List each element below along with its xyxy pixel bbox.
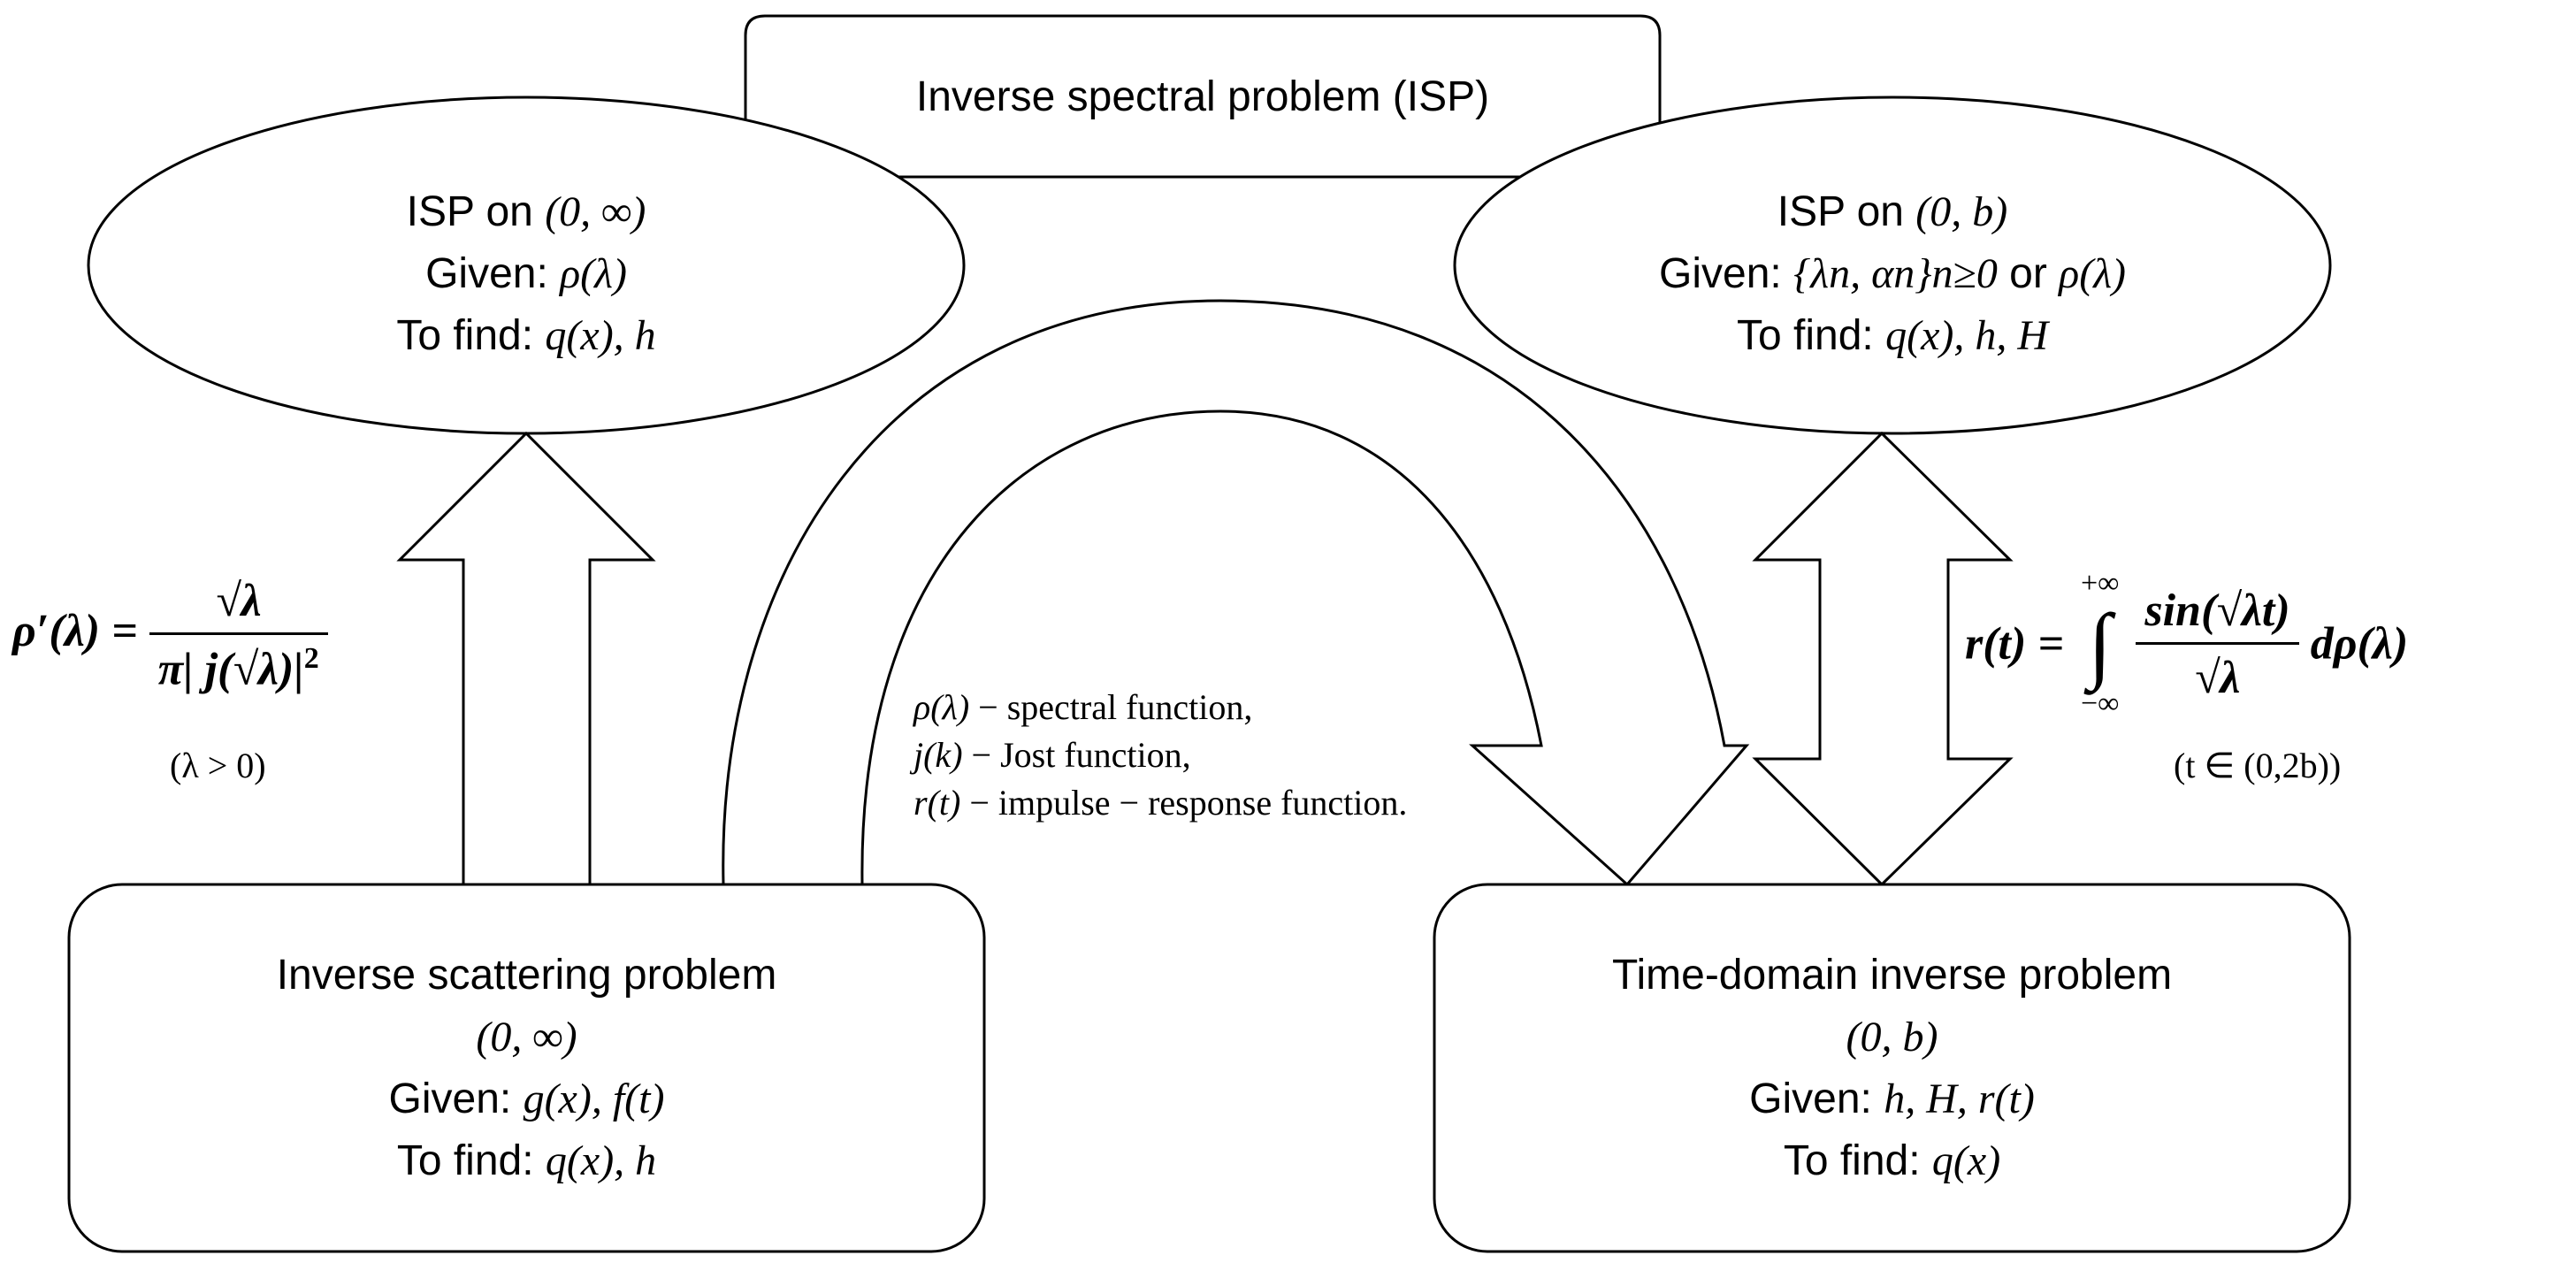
formula-spectral-derivative: ρ′(λ) = √λ π| j(√λ)|2	[12, 575, 328, 695]
formula-left-exponent: 2	[303, 642, 319, 675]
up-arrow-scattering-to-isp	[396, 431, 656, 886]
inverse-scattering-label: Inverse scattering problem (0, ∞) Given:…	[69, 945, 984, 1192]
legend-item-spectral-function: ρ(λ) − spectral function,	[913, 684, 1407, 731]
formula-right-integral-sign: ∫	[2088, 596, 2112, 691]
isp-half-line-given: Given: ρ(λ)	[141, 243, 911, 305]
time-domain-find: To find: q(x)	[1434, 1130, 2350, 1192]
legend-symbol-spectral: ρ(λ)	[913, 687, 970, 727]
legend-symbol-jost: j(k)	[913, 735, 963, 775]
ellipse-isp-interval	[1453, 96, 2332, 435]
time-domain-title: Time-domain inverse problem	[1611, 952, 2173, 999]
formula-left-denominator: π| j(√λ)|2	[149, 632, 328, 695]
inverse-scattering-given-value: g(x), f(t)	[523, 1075, 665, 1122]
formula-left-fraction: √λ π| j(√λ)|2	[149, 575, 328, 695]
inverse-scattering-title: Inverse scattering problem	[276, 952, 777, 999]
legend-text-spectral: − spectral function,	[969, 687, 1253, 727]
legend-text-jost: − Jost function,	[962, 735, 1191, 775]
formula-left-condition: (λ > 0)	[170, 746, 266, 785]
isp-interval-find-text: To find:	[1736, 312, 1886, 359]
inverse-scattering-given: Given: g(x), f(t)	[69, 1068, 984, 1130]
isp-interval-label: ISP on (0, b) Given: {λn, αn}n≥0 or ρ(λ)…	[1508, 181, 2277, 367]
isp-interval-find: To find: q(x), h, H	[1508, 305, 2277, 367]
formula-right-differential: dρ(λ)	[2310, 618, 2409, 670]
top-box-title-text: Inverse spectral problem (ISP)	[915, 73, 1490, 120]
formula-right-fraction: sin(√λt) √λ	[2136, 585, 2299, 704]
formula-left-lhs: ρ′(λ) =	[12, 606, 138, 657]
formula-right-lhs: r(t) =	[1965, 618, 2064, 670]
inverse-scattering-given-text: Given:	[388, 1075, 524, 1122]
formula-impulse-response: r(t) = +∞ ∫ −∞ sin(√λt) √λ dρ(λ)	[1965, 566, 2408, 722]
inverse-scattering-find-value: q(x), h	[545, 1137, 657, 1184]
double-arrow-isp-time-domain	[1752, 431, 2014, 887]
formula-right-lower-limit: −∞	[2080, 687, 2120, 720]
box-time-domain	[1433, 883, 2351, 1253]
isp-half-line-given-text: Given:	[425, 250, 561, 297]
box-inverse-scattering	[67, 883, 986, 1253]
isp-interval-or: or	[1997, 250, 2060, 297]
isp-half-line-find-text: To find:	[396, 312, 546, 359]
isp-half-line-heading: ISP on (0, ∞)	[141, 181, 911, 243]
formula-right-denominator: √λ	[2136, 641, 2299, 704]
isp-interval-find-value: q(x), h, H	[1885, 312, 2049, 359]
time-domain-find-value: q(x)	[1931, 1137, 2001, 1184]
formula-right-upper-limit: +∞	[2080, 567, 2120, 600]
isp-interval-given: Given: {λn, αn}n≥0 or ρ(λ)	[1508, 243, 2277, 305]
isp-interval-domain: (0, b)	[1915, 188, 2008, 235]
time-domain-given-value: h, H, r(t)	[1884, 1075, 2035, 1122]
isp-half-line-find-value: q(x), h	[545, 312, 656, 359]
isp-half-line-find: To find: q(x), h	[141, 305, 911, 367]
legend-symbol-impulse: r(t)	[913, 783, 961, 823]
legend-item-impulse-response: r(t) − impulse − response function.	[913, 779, 1407, 827]
isp-interval-heading: ISP on (0, b)	[1508, 181, 2277, 243]
top-box	[744, 14, 1662, 179]
isp-half-line-domain: (0, ∞)	[545, 188, 646, 235]
inverse-scattering-find: To find: q(x), h	[69, 1130, 984, 1192]
formula-left-numerator: √λ	[215, 576, 262, 626]
legend-item-jost-function: j(k) − Jost function,	[913, 731, 1407, 779]
top-box-title: Inverse spectral problem (ISP)	[745, 66, 1660, 128]
curved-arrow-scattering-to-time-domain	[722, 299, 1750, 887]
isp-interval-heading-text: ISP on	[1777, 188, 1916, 235]
legend-text-impulse: − impulse − response function.	[960, 783, 1408, 823]
isp-interval-given-text: Given:	[1659, 250, 1794, 297]
formula-right-numerator: sin(√λt)	[2144, 585, 2290, 636]
isp-interval-spectral-function: ρ(λ)	[2059, 250, 2126, 297]
isp-half-line-given-value: ρ(λ)	[560, 250, 627, 297]
time-domain-label: Time-domain inverse problem (0, b) Given…	[1434, 945, 2350, 1192]
time-domain-find-text: To find:	[1783, 1137, 1932, 1184]
time-domain-given: Given: h, H, r(t)	[1434, 1068, 2350, 1130]
isp-interval-spectral-data: {λn, αn}n≥0	[1793, 250, 1998, 297]
formula-left-denominator-text: π| j(√λ)|	[157, 644, 304, 695]
legend: ρ(λ) − spectral function, j(k) − Jost fu…	[913, 684, 1407, 827]
formula-right-condition: (t ∈ (0,2b))	[2174, 746, 2342, 785]
time-domain-given-text: Given:	[1749, 1075, 1884, 1122]
time-domain-domain: (0, b)	[1846, 1014, 1938, 1060]
inverse-scattering-domain: (0, ∞)	[476, 1014, 577, 1060]
inverse-scattering-find-text: To find:	[396, 1137, 546, 1184]
isp-half-line-heading-text: ISP on	[406, 188, 546, 235]
formula-right-integral-block: +∞ ∫ −∞	[2081, 566, 2119, 722]
isp-half-line-label: ISP on (0, ∞) Given: ρ(λ) To find: q(x),…	[141, 181, 911, 367]
